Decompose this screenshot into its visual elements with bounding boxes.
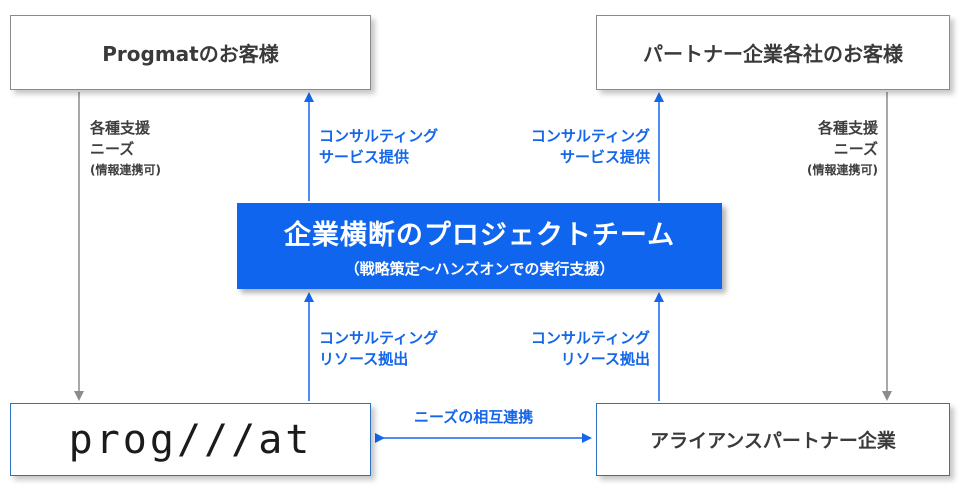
progmat-customers-label: Progmatのお客様: [102, 42, 279, 66]
progmat-box: prog///at: [10, 403, 371, 476]
progmat-logo: prog///at: [68, 416, 313, 463]
mutual-needs-label: ニーズの相互連携: [414, 408, 534, 426]
consult-resource-left-line2: リソース拠出: [319, 350, 409, 368]
right-needs-label: 各種支援 ニーズ (情報連携可): [760, 118, 878, 181]
partner-customers-label: パートナー企業各社のお客様: [643, 42, 903, 66]
consult-resource-left-line1: コンサルティング: [319, 329, 439, 347]
left-needs-line1: 各種支援: [90, 119, 151, 137]
right-needs-line2: ニーズ: [833, 140, 878, 158]
consult-service-left-line1: コンサルティング: [319, 127, 439, 145]
partner-customers-box: パートナー企業各社のお客様: [596, 15, 950, 90]
consult-service-right-label: コンサルティング サービス提供: [500, 126, 650, 168]
left-needs-line3: (情報連携可): [90, 163, 161, 177]
alliance-partner-label: アライアンスパートナー企業: [650, 430, 896, 452]
right-needs-line3: (情報連携可): [807, 163, 878, 177]
consult-resource-right-line2: リソース拠出: [560, 350, 650, 368]
center-title: 企業横断のプロジェクトチーム: [283, 220, 676, 251]
consult-service-right-line1: コンサルティング: [530, 127, 650, 145]
cross-company-project-team: 企業横断のプロジェクトチーム （戦略策定～ハンズオンでの実行支援）: [237, 203, 722, 289]
consult-service-right-line2: サービス提供: [559, 148, 650, 166]
center-subtitle: （戦略策定～ハンズオンでの実行支援）: [344, 260, 615, 278]
consult-resource-right-line1: コンサルティング: [530, 329, 650, 347]
progmat-customers-box: Progmatのお客様: [10, 15, 371, 90]
right-needs-line1: 各種支援: [817, 119, 878, 137]
consult-resource-right-label: コンサルティング リソース拠出: [500, 328, 650, 370]
left-needs-label: 各種支援 ニーズ (情報連携可): [90, 118, 161, 181]
consult-service-left-label: コンサルティング サービス提供: [319, 126, 438, 168]
consult-service-left-line2: サービス提供: [319, 148, 410, 166]
left-needs-line2: ニーズ: [90, 140, 135, 158]
consult-resource-left-label: コンサルティング リソース拠出: [319, 328, 438, 370]
alliance-partner-box: アライアンスパートナー企業: [596, 403, 950, 476]
